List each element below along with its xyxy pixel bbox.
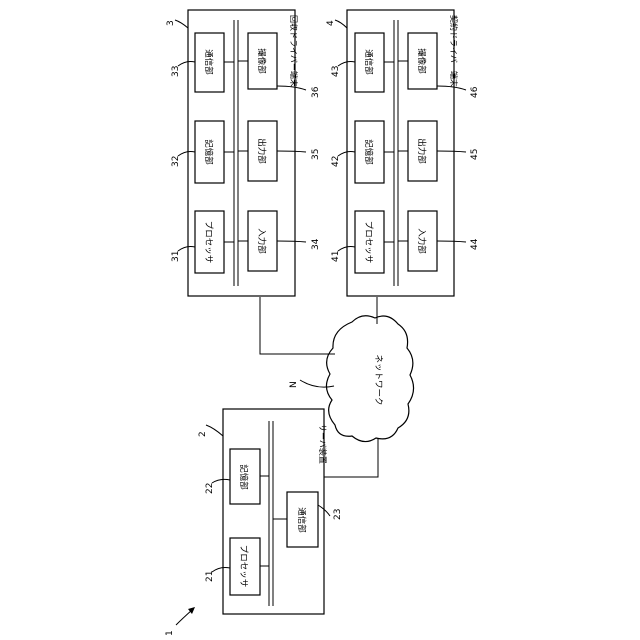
terminal-4-processor-label: プロセッサ: [363, 221, 373, 264]
terminal-4-comm-label: 通信部: [363, 49, 374, 75]
terminal-3-ref: 3: [166, 20, 176, 26]
terminal-3-storage-ref: 32: [171, 156, 181, 167]
terminal-3-input-label: 入力部: [256, 228, 267, 254]
server-ref-leader: [206, 425, 223, 436]
terminal-3-network-link: [260, 297, 335, 354]
terminal-4-input-label: 入力部: [416, 228, 427, 254]
terminal-4-storage-ref: 42: [331, 156, 341, 167]
network-cloud: [326, 316, 413, 442]
terminal-4: 契約ドライバー端末 4 通信部 43 記憶部 42 プロセッサ 41 撮像部 4…: [326, 10, 480, 296]
terminal-4-title: 契約ドライバー端末: [449, 15, 459, 87]
terminal-4-comm-ref: 43: [331, 66, 341, 77]
terminal-4-ref: 4: [326, 20, 336, 26]
server-device-ref: 2: [198, 431, 208, 437]
network-ref: N: [289, 381, 299, 388]
terminal-4-imaging-ref: 46: [470, 86, 480, 98]
terminal-4-output-label: 出力部: [416, 138, 427, 164]
terminal-3-output-ref: 35: [311, 149, 321, 160]
terminal-3-comm-ref: 33: [171, 66, 181, 77]
terminal-3-title: 回収ドライバー端末: [289, 15, 299, 87]
figure-ref-arrow: [176, 610, 192, 625]
server-processor-label: プロセッサ: [238, 545, 248, 588]
terminal-4-processor-ref: 41: [331, 251, 341, 262]
terminal-3-processor-label: プロセッサ: [203, 221, 213, 264]
server-storage-ref: 22: [205, 483, 215, 494]
server-storage-label: 記憶部: [238, 464, 249, 490]
server-device: サーバ装置 2 記憶部 22 プロセッサ 21 通信部 23: [198, 409, 343, 614]
server-comm-label: 通信部: [296, 507, 307, 533]
server-processor-ref: 21: [205, 571, 215, 582]
terminal-3: 回収ドライバー端末 3 通信部 33 記憶部 32 プロセッサ 31 撮像部 3…: [166, 10, 321, 296]
terminal-3-ref-leader: [175, 20, 188, 28]
terminal-4-ref-leader: [335, 20, 347, 28]
server-device-title: サーバ装置: [318, 424, 328, 464]
terminal-3-comm-label: 通信部: [203, 49, 214, 75]
terminal-3-processor-ref: 31: [171, 251, 181, 262]
figure-ref-label: 1: [165, 630, 175, 636]
terminal-3-output-label: 出力部: [256, 138, 267, 164]
terminal-4-output-ref: 45: [470, 149, 480, 160]
terminal-4-imaging-label: 撮像部: [416, 48, 427, 74]
terminal-3-storage-label: 記憶部: [203, 139, 214, 165]
figure-ref-1: 1: [165, 607, 195, 636]
network-label: ネットワーク: [373, 354, 383, 405]
terminal-3-input-ref: 34: [311, 238, 321, 250]
terminal-4-storage-label: 記憶部: [363, 139, 374, 165]
server-network-link: [324, 438, 378, 477]
server-comm-ref: 23: [333, 509, 343, 520]
terminal-4-input-ref: 44: [470, 238, 480, 250]
terminal-3-imaging-label: 撮像部: [256, 48, 267, 74]
terminal-3-imaging-ref: 36: [311, 86, 321, 98]
